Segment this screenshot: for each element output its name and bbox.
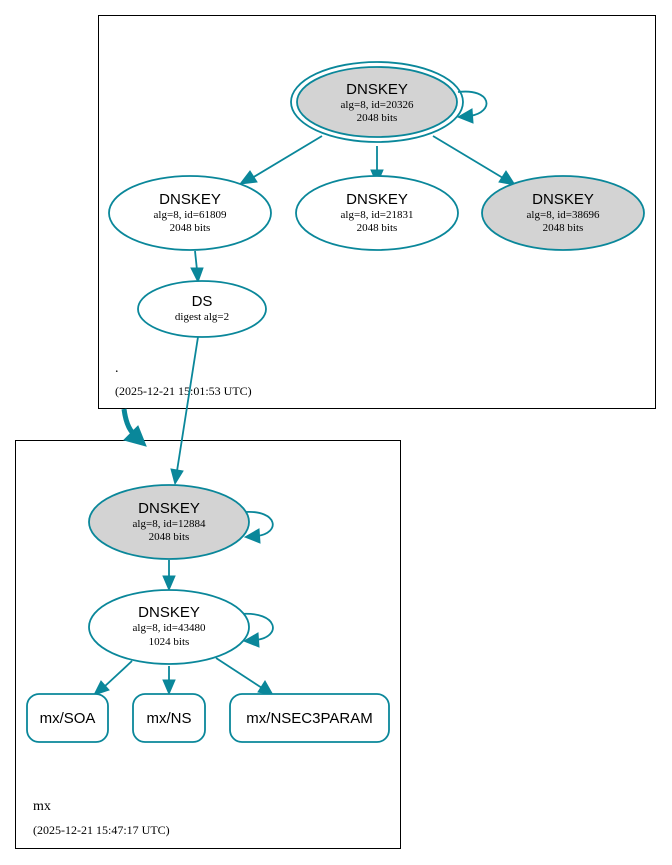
node-digest-alg: digest alg=2: [175, 311, 229, 323]
edge-root-ksk-ksk2-arrowhead: [498, 170, 517, 186]
node-title: DNSKEY: [159, 191, 221, 208]
node-alg-id: alg=8, id=38696: [527, 209, 600, 221]
edge-root-ksk-zsk1-arrowhead: [238, 170, 258, 185]
node-mx-dnskey-12884: DNSKEY alg=8, id=12884 2048 bits: [88, 484, 250, 560]
root-zone-timestamp: (2025-12-21 15:01:53 UTC): [115, 384, 252, 398]
node-alg-id: alg=8, id=12884: [133, 518, 206, 530]
node-title: mx/NS: [147, 710, 192, 727]
node-title: mx/NSEC3PARAM: [246, 710, 372, 727]
edge-root-ksk-zsk1: [251, 135, 323, 179]
node-key-size: 2048 bits: [170, 222, 211, 234]
node-root-dnskey-21831: DNSKEY alg=8, id=21831 2048 bits: [295, 175, 459, 251]
edge-mx-ksk-self: [244, 511, 274, 537]
edge-root-ksk-ksk2: [432, 135, 504, 179]
node-root-dnskey-38696: DNSKEY alg=8, id=38696 2048 bits: [481, 175, 645, 251]
edge-ds-mx-ksk: [176, 336, 199, 472]
edge-mx-zsk-soa: [103, 660, 133, 688]
node-title: DNSKEY: [532, 191, 594, 208]
edge-mx-zsk-self: [239, 613, 274, 641]
node-alg-id: alg=8, id=20326: [341, 99, 414, 111]
node-rr-mx-soa: mx/SOA: [26, 693, 109, 743]
node-key-size: 2048 bits: [543, 222, 584, 234]
node-title: mx/SOA: [40, 710, 96, 727]
node-key-size: 1024 bits: [149, 636, 190, 648]
node-alg-id: alg=8, id=21831: [341, 209, 414, 221]
root-zone-name: .: [115, 361, 119, 376]
edge-mx-ksk-self-arrowhead: [243, 528, 261, 544]
node-title: DNSKEY: [138, 604, 200, 621]
edge-mx-zsk-self-arrowhead: [242, 632, 260, 648]
node-title: DS: [192, 293, 213, 310]
edge-delegation-arrowhead: [123, 425, 147, 447]
node-alg-id: alg=8, id=43480: [133, 622, 206, 634]
node-key-size: 2048 bits: [149, 531, 190, 543]
edges: [93, 90, 517, 696]
edge-mx-ksk-zsk-arrowhead: [162, 575, 176, 592]
node-alg-id: alg=8, id=61809: [154, 209, 227, 221]
node-key-size: 2048 bits: [357, 222, 398, 234]
edge-zsk1-ds: [194, 250, 198, 271]
edge-mx-zsk-soa-arrowhead: [93, 680, 110, 696]
node-title: DNSKEY: [346, 191, 408, 208]
node-title: DNSKEY: [138, 500, 200, 517]
mx-zone-name: mx: [33, 799, 51, 814]
node-ds: DS digest alg=2: [137, 280, 267, 338]
node-rr-mx-nsec3param: mx/NSEC3PARAM: [229, 693, 390, 743]
node-root-ksk-20326: DNSKEY alg=8, id=20326 2048 bits: [290, 61, 464, 143]
node-rr-mx-ns: mx/NS: [132, 693, 206, 743]
edge-root-ksk-self: [457, 90, 488, 117]
edge-zsk1-ds-arrowhead: [190, 267, 204, 284]
edge-ds-mx-ksk-arrowhead: [170, 468, 184, 486]
node-title: DNSKEY: [346, 81, 408, 98]
edge-mx-zsk-ns-arrowhead: [162, 679, 176, 696]
node-mx-dnskey-43480: DNSKEY alg=8, id=43480 1024 bits: [88, 589, 250, 665]
edge-mx-zsk-nsec3param: [215, 657, 263, 689]
mx-zone-timestamp: (2025-12-21 15:47:17 UTC): [33, 823, 170, 837]
node-key-size: 2048 bits: [357, 112, 398, 124]
edge-root-ksk-self-arrowhead: [456, 108, 474, 124]
node-root-dnskey-61809: DNSKEY alg=8, id=61809 2048 bits: [108, 175, 272, 251]
